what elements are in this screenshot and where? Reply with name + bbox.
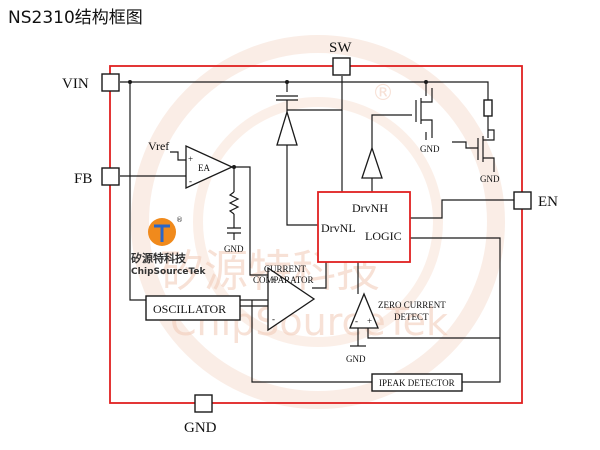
ea-label: EA [198,163,210,173]
comparator-triangle [267,266,316,332]
ground-symbols [350,132,495,347]
zcd-label-line1: ZERO CURRENT [378,300,446,310]
sense-resistor [483,99,493,117]
comparator-label-line2: COMPARATOR [253,275,314,285]
chip-boundary [109,65,523,404]
vin-pin [101,73,120,92]
logic-box [317,191,411,263]
fb-label: FB [74,171,92,187]
comp-to-logic [312,262,327,289]
ea-minus: - [189,176,192,186]
comparator-plus: + [271,275,276,285]
zcd-plus: + [367,316,372,326]
drvnl-driver [276,109,298,146]
drvnl-label: DrvNL [321,221,356,235]
comparator-label-line1: CURRENT [264,264,307,274]
drvnh-to-mos [371,114,412,148]
watermark-ring [131,35,505,409]
sw-pin [332,57,351,76]
gnd-label: GND [184,420,217,436]
en-label: EN [538,194,558,210]
logo-english: ChipSourceTek [131,267,207,277]
pins: VIN SW FB EN GND [62,40,558,436]
comparator-minus: - [272,314,275,324]
vref-label: Vref [148,139,169,153]
ea-output [230,166,268,276]
logo: ® 矽源特科技 ChipSourceTek [131,216,207,277]
drvnl-wire [286,145,318,226]
gnd-label-mos2: GND [480,174,500,184]
logo-registered: ® [176,216,183,224]
ipeak-detector: IPEAK DETECTOR [371,373,463,392]
current-comparator: + - CURRENT COMPARATOR [253,264,316,332]
logic-block: DrvNH DrvNL LOGIC [317,191,411,263]
gnd-pin [194,394,213,413]
ipeak-box [371,373,463,392]
watermark-ring-inner [193,97,443,347]
logo-mark [154,224,170,242]
oscillator-label: OSCILLATOR [153,302,226,316]
ea-triangle [185,144,234,190]
zcd-minus: - [355,316,358,326]
oscillator-block: OSCILLATOR [145,295,241,321]
ipeak-to-comparator [251,300,372,383]
ea-plus: + [188,154,193,164]
error-amplifier: EA + - Vref [148,139,234,190]
page-title: NS2310结构框图 [8,8,143,28]
logo-chinese: 矽源特科技 [131,251,187,265]
oscillator-box [145,295,241,321]
drvnh-label: DrvNH [352,201,388,215]
vin-rail [120,81,489,100]
zero-current-detect: - + ZERO CURRENT DETECT [349,292,446,329]
gnd-label-cap: GND [224,244,244,254]
vin-label: VIN [62,76,89,92]
wires [120,76,528,412]
zcd-label-line2: DETECT [394,312,429,322]
zcd-triangle [349,292,379,329]
gnd-label-mos1: GND [420,144,440,154]
sw-label: SW [329,40,352,56]
logic-to-ipeak [410,237,501,383]
drvnh-driver [361,145,383,179]
logic-label: LOGIC [365,229,402,243]
watermark-registered: ® [372,81,394,106]
fb-pin [101,167,120,186]
gnd-label-zcd: GND [346,354,366,364]
en-pin [513,191,532,210]
ipeak-label: IPEAK DETECTOR [379,378,455,388]
vref-wire [170,151,186,161]
en-to-logic [410,199,528,219]
